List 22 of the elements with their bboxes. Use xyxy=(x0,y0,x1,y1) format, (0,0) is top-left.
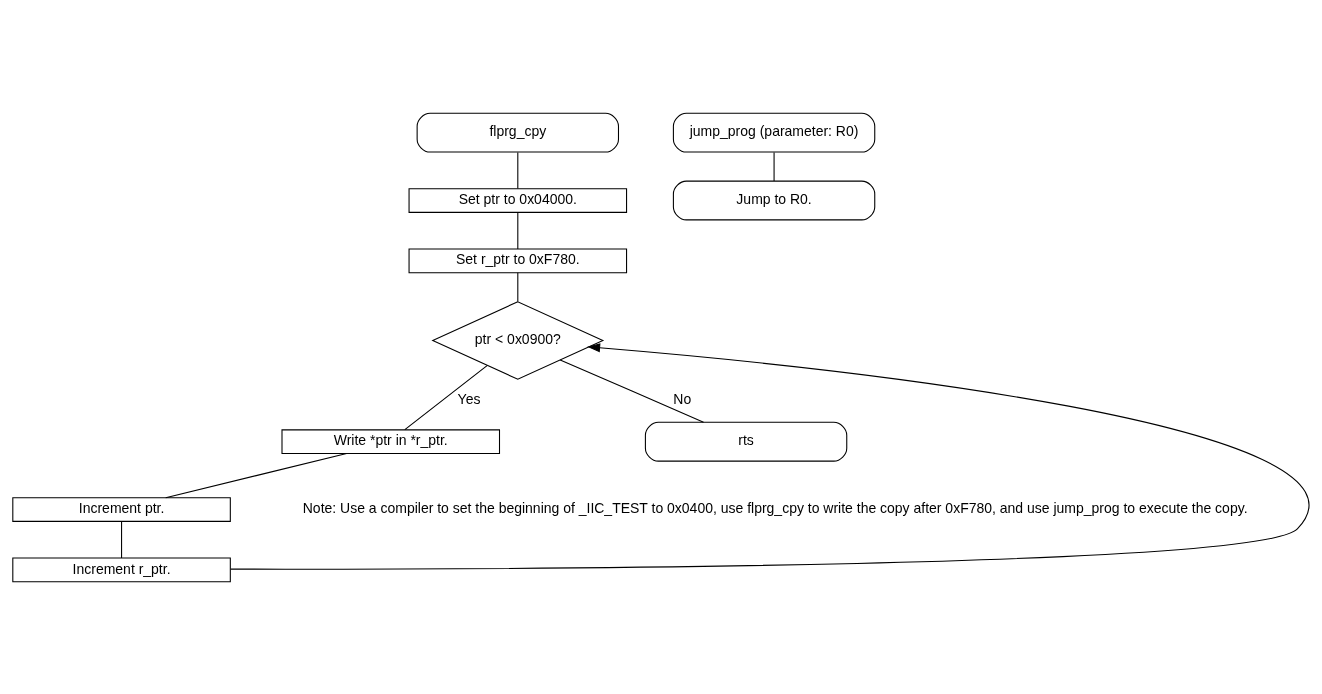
connector xyxy=(517,271,519,302)
connector xyxy=(404,364,488,430)
arrow xyxy=(230,342,1310,570)
edge-label: Yes xyxy=(457,390,481,407)
label: Note: Use a compiler to set the beginning of _IIC_TEST to 0x0400, use flprg_cpy to write the copy after 0xF780, and use jump_prog to execute the copy. xyxy=(302,499,1248,516)
connector xyxy=(165,452,348,498)
connector xyxy=(559,358,705,423)
node-box: jump_prog (parameter: R0) xyxy=(672,112,876,153)
node-diamond: ptr < 0x0900? xyxy=(431,300,605,380)
connector xyxy=(517,211,519,249)
node-box: Jump to R0. xyxy=(672,180,876,220)
connector xyxy=(121,520,123,559)
node-box: Set ptr to 0x04000. xyxy=(408,187,628,213)
connector xyxy=(773,151,775,181)
connector xyxy=(517,151,519,189)
node-box: Increment ptr. xyxy=(12,496,231,522)
node-box: flprg_cpy xyxy=(416,112,619,153)
node-box: Increment r_ptr. xyxy=(12,556,231,582)
node-box: rts xyxy=(644,421,848,462)
node-box: Write *ptr in *r_ptr. xyxy=(281,428,501,454)
edge-label: No xyxy=(673,390,692,407)
node-box: Set r_ptr to 0xF780. xyxy=(408,247,628,273)
